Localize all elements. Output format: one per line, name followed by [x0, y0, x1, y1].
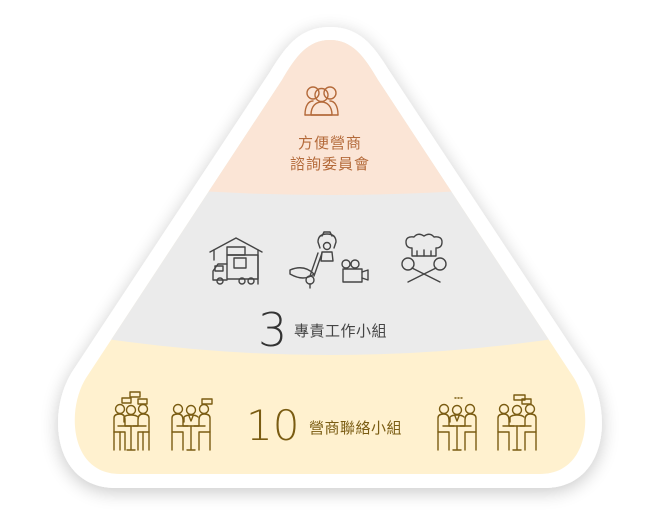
people-group-icon — [304, 86, 339, 116]
claw-machine-golf-camera-icon — [289, 231, 369, 289]
tier-middle-title: 專責工作小組 — [294, 322, 388, 340]
meeting-group-icon — [171, 398, 213, 451]
meeting-group-icon — [437, 397, 477, 451]
tier-top-title-line2: 諮詢委員會 — [289, 155, 370, 173]
meeting-group-icon — [497, 394, 537, 451]
tier-middle-count: 3 — [258, 303, 288, 357]
tier-top-title: 方便營商 諮詢委員會 — [230, 133, 430, 175]
tier-bottom-title: 營商聯絡小組 — [309, 419, 403, 437]
meeting-group-icon — [113, 391, 150, 451]
chef-hat-spoons-icon — [401, 233, 447, 283]
warehouse-truck-icon — [209, 237, 263, 285]
tier-bottom-count: 10 — [246, 401, 300, 450]
tier-top-title-line1: 方便營商 — [297, 134, 362, 152]
